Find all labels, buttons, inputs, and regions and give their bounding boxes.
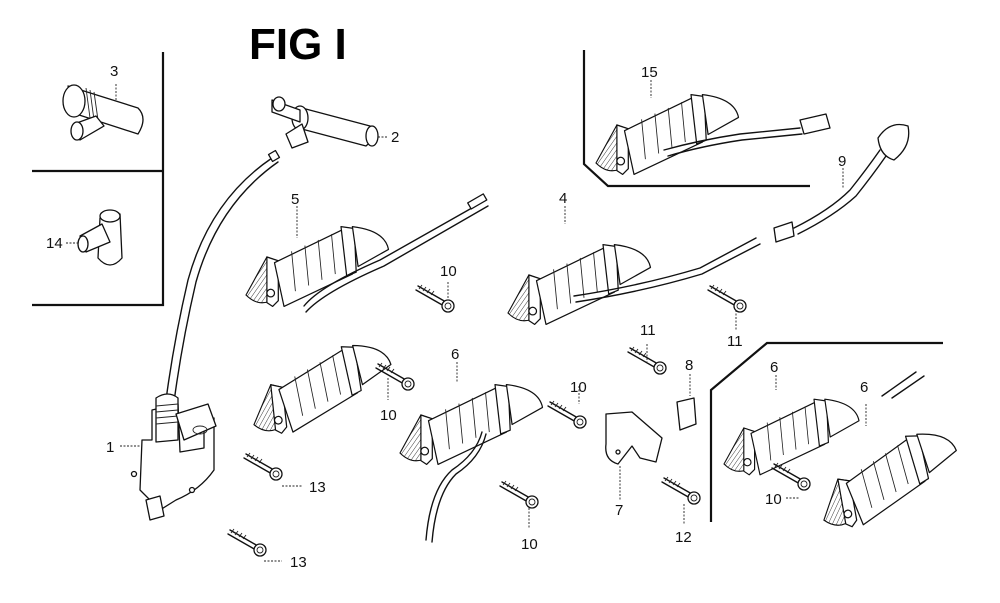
bolt-10-mid: 10	[547, 379, 587, 429]
bolt-11-mid: 11	[627, 322, 667, 375]
inset-frame-bottom-right	[709, 341, 943, 522]
bolt-10-top: 10	[415, 263, 457, 313]
callout-10-left: 10	[380, 407, 397, 424]
bolt-10-right: 10	[765, 462, 811, 508]
part-8-clip: 8	[676, 357, 697, 431]
bolt-13-upper: 13	[243, 452, 326, 496]
part-5-coil-upper: 5	[245, 191, 489, 313]
inset-frame-left	[32, 52, 165, 307]
callout-2: 2	[391, 129, 399, 146]
part-6-coil-right-a: 6	[723, 359, 860, 476]
part-14-elbow-cap: 14	[46, 209, 123, 266]
inset-frame-top-right	[582, 50, 810, 188]
callout-4: 4	[559, 190, 567, 207]
part-4-coil: 4	[507, 190, 761, 326]
callout-9: 9	[838, 153, 846, 170]
callout-13-upper: 13	[309, 479, 326, 496]
part-7-bracket: 7	[605, 411, 663, 519]
callout-13-lower: 13	[290, 554, 307, 571]
bolt-10-left: 10	[375, 362, 415, 424]
callout-8: 8	[685, 357, 693, 374]
callout-11-top: 11	[727, 333, 743, 350]
callout-6-right-b: 6	[860, 379, 868, 396]
callout-11-mid: 11	[640, 322, 656, 339]
part-3-plug-cap: 3	[62, 63, 144, 141]
callout-6-center: 6	[451, 346, 459, 363]
part-9-harness: 9	[773, 123, 910, 243]
part-2-plug-cap: 2	[271, 96, 399, 149]
part-6-coil-right-b: 6	[811, 371, 967, 532]
callout-10-top: 10	[440, 263, 457, 280]
ht-lead-wire	[165, 149, 281, 403]
bolt-13-lower: 13	[227, 528, 307, 571]
callout-1: 1	[106, 439, 114, 456]
callout-14: 14	[46, 235, 63, 252]
part-1-ignition-coil: 1	[106, 393, 217, 521]
callout-7: 7	[615, 502, 623, 519]
bolt-10-bottom: 10	[499, 480, 539, 553]
part-5-coil-lower	[246, 341, 398, 437]
callout-3: 3	[110, 63, 118, 80]
callout-10-mid: 10	[570, 379, 587, 396]
bolt-12: 12	[661, 476, 701, 546]
callout-5: 5	[291, 191, 299, 208]
part-6-coil-center: 6	[399, 346, 544, 543]
figure-title: FIG I	[249, 20, 347, 69]
bolt-11-top: 11	[707, 284, 747, 350]
callout-10-bottom: 10	[521, 536, 538, 553]
part-15-coil: 15	[595, 64, 831, 176]
callout-10-right: 10	[765, 491, 782, 508]
callout-6-right-a: 6	[770, 359, 778, 376]
callout-12: 12	[675, 529, 692, 546]
callout-15: 15	[641, 64, 658, 81]
